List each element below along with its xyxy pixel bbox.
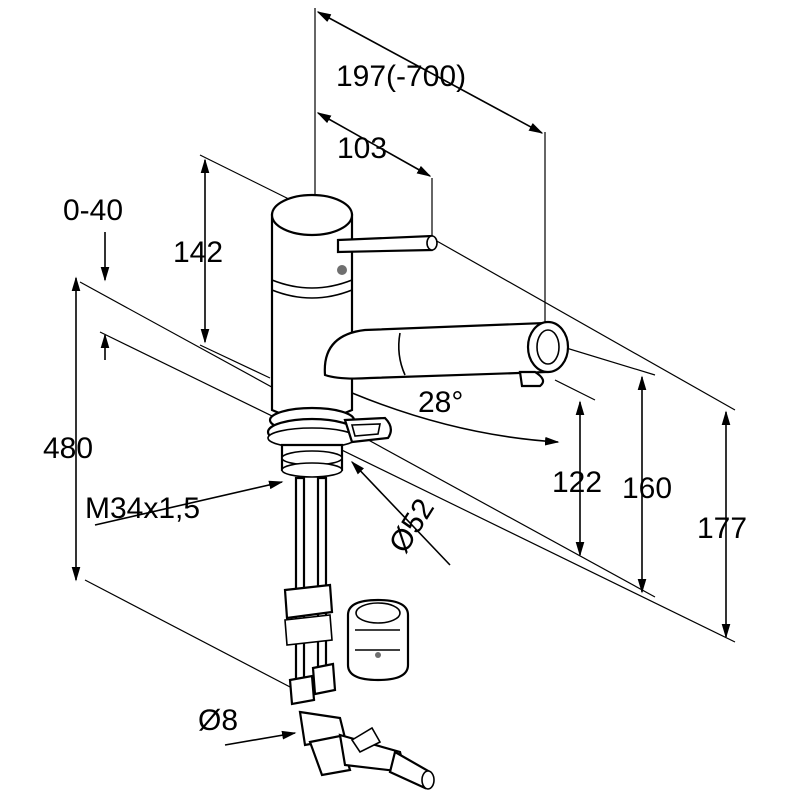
dim-line-103 xyxy=(316,112,432,177)
dimension-labels: 197(-700) 103 0-40 142 480 28° 122 160 1… xyxy=(43,60,747,737)
dim-line-197 xyxy=(316,11,544,134)
label-thread: M34x1,5 xyxy=(85,492,200,525)
label-197: 197(-700) xyxy=(336,60,466,93)
label-142: 142 xyxy=(173,236,223,269)
label-122: 122 xyxy=(552,466,602,499)
label-dia-8: Ø8 xyxy=(198,704,238,737)
label-480: 480 xyxy=(43,432,93,465)
label-177: 177 xyxy=(697,512,747,545)
leader-thread xyxy=(94,480,284,526)
label-160: 160 xyxy=(622,472,672,505)
leader-dia-52 xyxy=(351,460,451,566)
mounting-nut xyxy=(346,598,410,682)
faucet-base xyxy=(266,406,392,706)
faucet-body xyxy=(270,193,570,421)
connection-valve xyxy=(298,710,435,790)
label-angle: 28° xyxy=(418,386,463,419)
label-0-40: 0-40 xyxy=(63,194,123,227)
label-103: 103 xyxy=(337,132,387,165)
leader-dia-8 xyxy=(224,730,297,746)
